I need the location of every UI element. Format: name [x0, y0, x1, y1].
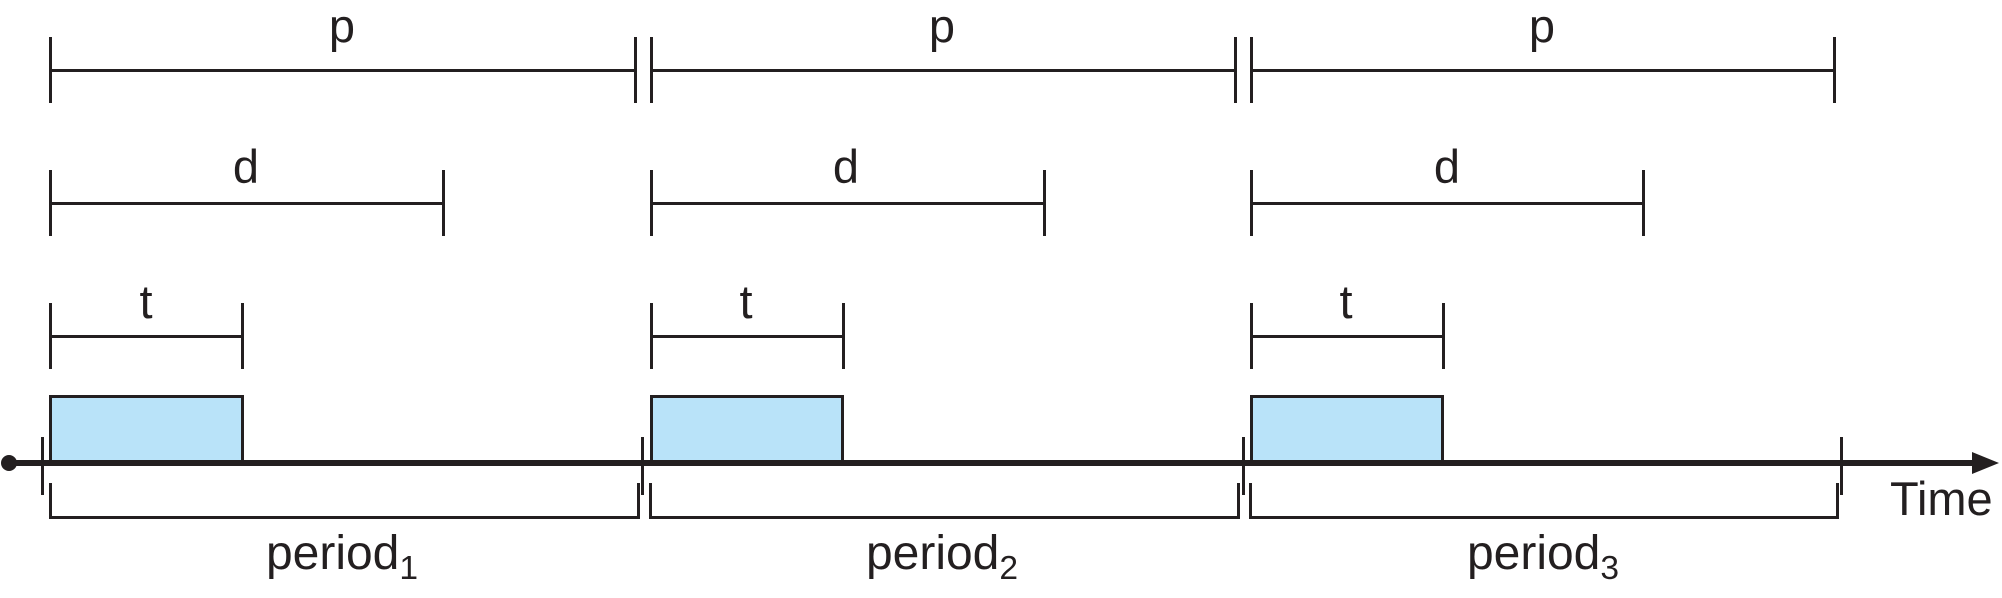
- p-interval-3-line: [1250, 68, 1836, 72]
- t-interval-3: [1250, 303, 1445, 369]
- timeline-tick-1: [641, 437, 644, 495]
- d-label-1: d: [232, 140, 260, 193]
- p-label-1: p: [328, 0, 356, 52]
- t-interval-3-end-tick: [1442, 303, 1445, 369]
- d-interval-3-line: [1250, 201, 1645, 205]
- timeline-tick-2: [1242, 437, 1245, 495]
- p-interval-2-line: [650, 68, 1237, 72]
- t-label-2: t: [739, 275, 753, 328]
- period-label-3-subscript: 3: [1600, 550, 1620, 588]
- p-interval-3: [1250, 37, 1836, 103]
- d-interval-2: [650, 170, 1046, 236]
- period-bracket-3: [1249, 483, 1839, 519]
- p-interval-1-end-tick: [634, 37, 637, 103]
- timeline-arrow-icon: [1972, 452, 1999, 474]
- p-interval-2-end-tick: [1234, 37, 1237, 103]
- p-label-3: p: [1528, 0, 1556, 52]
- timeline-axis: [6, 460, 1978, 466]
- task-execution-box-3: [1250, 395, 1444, 463]
- p-interval-1: [49, 37, 637, 103]
- t-interval-2-line: [650, 334, 845, 338]
- t-interval-2-end-tick: [842, 303, 845, 369]
- timeline-tick-3: [1840, 437, 1843, 495]
- t-interval-1: [49, 303, 244, 369]
- d-interval-2-start-tick: [650, 170, 653, 236]
- t-interval-2: [650, 303, 845, 369]
- d-interval-3: [1250, 170, 1645, 236]
- d-label-2: d: [832, 140, 860, 193]
- period-label-2-subscript: 2: [999, 550, 1019, 588]
- period-label-3-text: period: [1466, 527, 1601, 580]
- p-interval-3-start-tick: [1250, 37, 1253, 103]
- period-label-3: period3: [1466, 527, 1619, 586]
- t-interval-3-line: [1250, 334, 1445, 338]
- d-interval-3-end-tick: [1642, 170, 1645, 236]
- t-interval-1-start-tick: [49, 303, 52, 369]
- t-interval-1-line: [49, 334, 244, 338]
- d-interval-1-start-tick: [49, 170, 52, 236]
- task-execution-box-2: [650, 395, 844, 463]
- time-axis-label: Time: [1890, 472, 1993, 525]
- d-interval-2-end-tick: [1043, 170, 1046, 236]
- p-interval-3-end-tick: [1833, 37, 1836, 103]
- d-interval-1: [49, 170, 445, 236]
- task-execution-box-1: [49, 395, 244, 463]
- period-label-1-subscript: 1: [399, 550, 419, 588]
- t-interval-1-end-tick: [241, 303, 244, 369]
- p-interval-1-line: [49, 68, 637, 72]
- p-interval-1-start-tick: [49, 37, 52, 103]
- d-interval-1-line: [49, 201, 445, 205]
- d-interval-2-line: [650, 201, 1046, 205]
- d-interval-1-end-tick: [442, 170, 445, 236]
- p-interval-2-start-tick: [650, 37, 653, 103]
- period-bracket-1: [49, 483, 640, 519]
- p-interval-2: [650, 37, 1237, 103]
- period-label-2: period2: [865, 527, 1018, 586]
- period-label-1: period1: [265, 527, 418, 586]
- t-interval-3-start-tick: [1250, 303, 1253, 369]
- d-interval-3-start-tick: [1250, 170, 1253, 236]
- period-bracket-2: [649, 483, 1240, 519]
- p-label-2: p: [928, 0, 956, 52]
- period-label-1-text: period: [265, 527, 400, 580]
- timeline-tick-0: [41, 437, 44, 495]
- t-label-1: t: [139, 275, 153, 328]
- period-label-2-text: period: [865, 527, 1000, 580]
- t-interval-2-start-tick: [650, 303, 653, 369]
- d-label-3: d: [1433, 140, 1461, 193]
- t-label-3: t: [1339, 275, 1353, 328]
